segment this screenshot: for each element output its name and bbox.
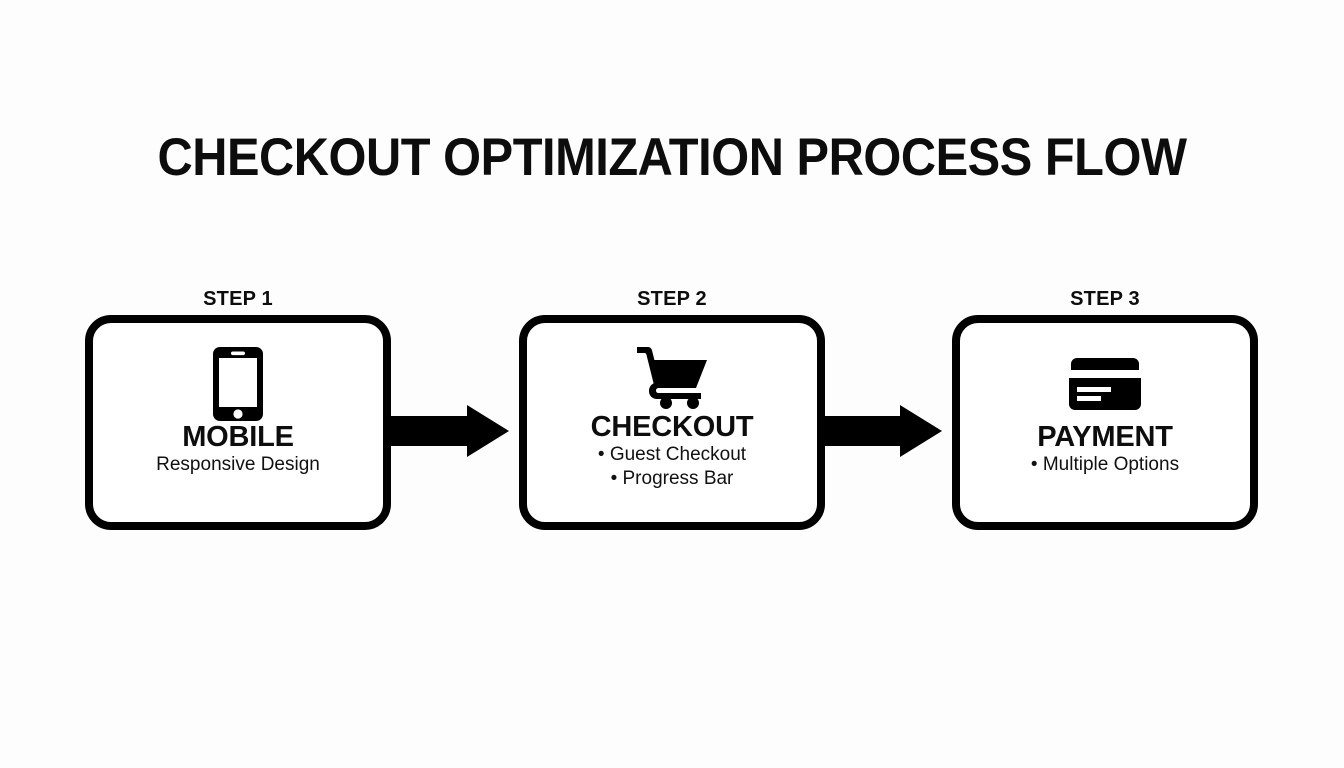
step-1-detail-list: Responsive Design <box>156 453 320 477</box>
credit-card-icon <box>1065 347 1145 421</box>
arrow-step1-to-step2 <box>389 405 509 457</box>
step-2-detail-line: • Progress Bar <box>610 468 734 489</box>
shopping-cart-icon <box>635 341 709 411</box>
step-2-detail-line: • Guest Checkout <box>597 444 747 465</box>
step-card-1[interactable]: STEP 1 MOBILE Responsive Design <box>85 288 391 530</box>
step-1-box[interactable]: MOBILE Responsive Design <box>85 315 391 530</box>
step-3-detail-list: • Multiple Options <box>1031 453 1179 477</box>
step-card-2[interactable]: STEP 2 CHECKOUT • Guest Checkout • Progr… <box>519 288 825 530</box>
step-card-3[interactable]: STEP 3 PAYMENT • Multiple Options <box>952 288 1258 530</box>
arrow-step2-to-step3 <box>822 405 942 457</box>
step-3-label: STEP 3 <box>1070 288 1140 310</box>
step-3-heading: PAYMENT <box>1037 421 1173 453</box>
smartphone-icon <box>212 347 264 421</box>
step-1-label: STEP 1 <box>203 288 273 310</box>
step-2-detail-list: • Guest Checkout • Progress Bar <box>598 443 746 491</box>
step-1-heading: MOBILE <box>182 421 294 453</box>
step-2-box[interactable]: CHECKOUT • Guest Checkout • Progress Bar <box>519 315 825 530</box>
step-2-heading: CHECKOUT <box>590 411 754 443</box>
page-title: CHECKOUT OPTIMIZATION PROCESS FLOW <box>157 128 1187 187</box>
step-1-detail-line: Responsive Design <box>156 454 320 475</box>
step-2-label: STEP 2 <box>637 288 707 310</box>
step-3-box[interactable]: PAYMENT • Multiple Options <box>952 315 1258 530</box>
step-3-detail-line: • Multiple Options <box>1030 454 1180 475</box>
